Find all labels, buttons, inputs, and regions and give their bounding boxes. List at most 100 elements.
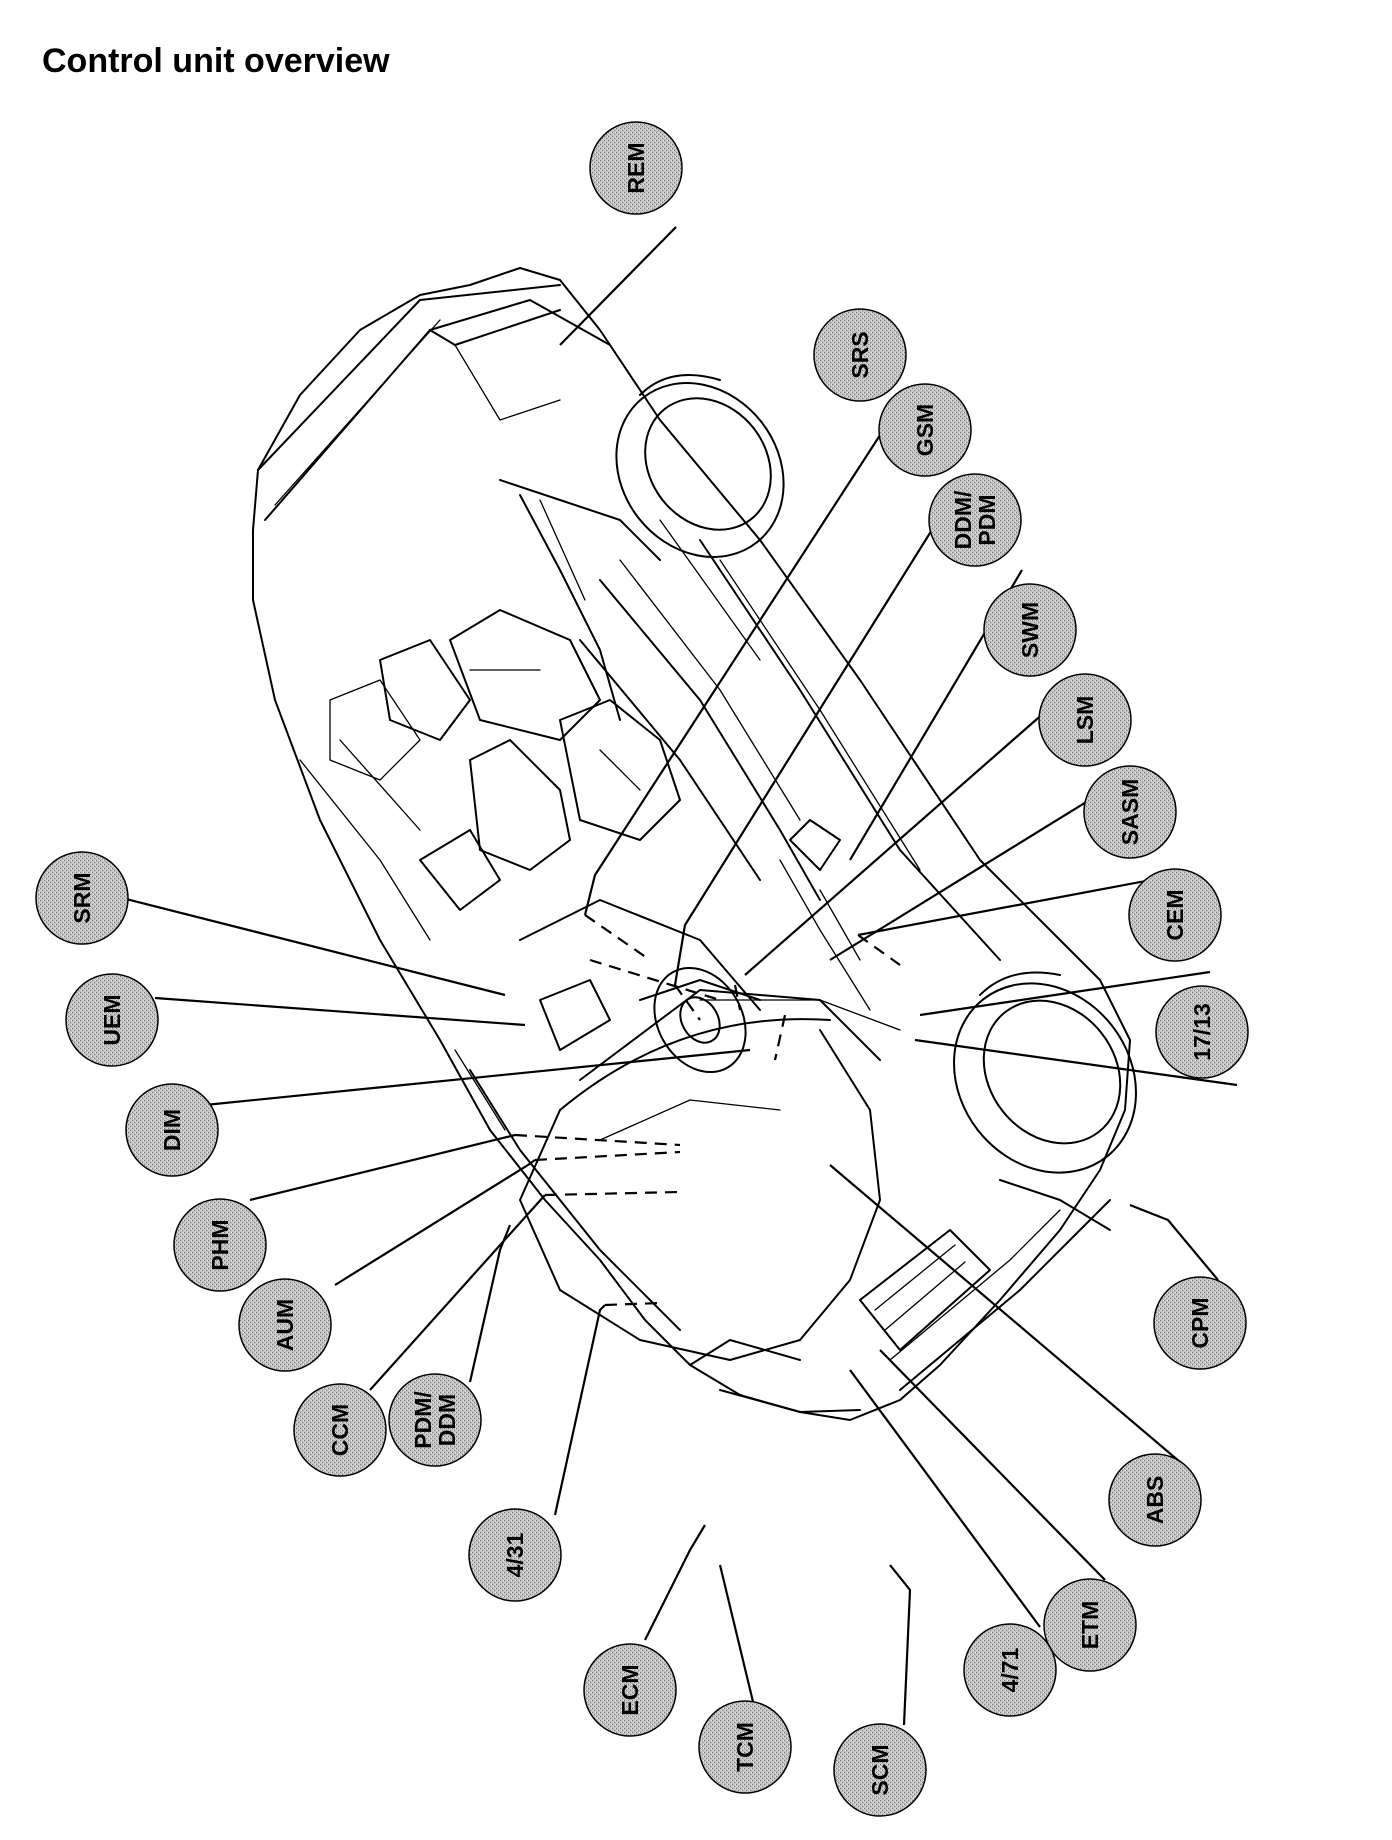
module-label-line: CPM xyxy=(1187,1297,1213,1348)
module-label-line: CEM xyxy=(1162,889,1188,940)
module-label: REM xyxy=(623,142,649,193)
module-label-line: DDM/ xyxy=(950,490,976,549)
module-label: PDM/DDM xyxy=(410,1391,460,1449)
module-label-line: SCM xyxy=(867,1744,893,1795)
module-label-line: REM xyxy=(623,142,649,193)
module-label: DIM xyxy=(159,1109,185,1151)
bubble-circle xyxy=(878,383,972,477)
module-label-line: GSM xyxy=(912,404,938,456)
module-bubble-etm: ETM xyxy=(1043,1578,1137,1672)
module-label: 4/31 xyxy=(502,1532,528,1577)
module-label-line: ABS xyxy=(1142,1476,1168,1525)
leader-pdm-ddm xyxy=(468,1224,512,1383)
module-label: ETM xyxy=(1077,1601,1103,1650)
module-bubble-lsm: LSM xyxy=(1038,673,1132,767)
module-label: ECM xyxy=(617,1664,643,1715)
module-bubble-cpm: CPM xyxy=(1153,1276,1247,1370)
module-label: LSM xyxy=(1072,696,1098,745)
module-label: AUM xyxy=(272,1299,298,1351)
leader-abs xyxy=(829,1164,1181,1463)
module-label: SCM xyxy=(867,1744,893,1795)
leader-lines xyxy=(121,226,1238,1726)
bubble-circle xyxy=(833,1723,927,1817)
module-label: DDM/PDM xyxy=(950,490,1000,549)
module-label: CCM xyxy=(327,1404,353,1456)
leader-rem xyxy=(559,226,677,346)
module-label-line: LSM xyxy=(1072,696,1098,745)
module-label: SASM xyxy=(1117,779,1143,845)
bubble-circle xyxy=(125,1083,219,1177)
leader-uem xyxy=(154,996,526,1027)
module-label-line: DDM xyxy=(434,1394,460,1446)
module-label-line: AUM xyxy=(272,1299,298,1351)
module-label-line: SRS xyxy=(847,331,873,378)
car-illustration xyxy=(252,267,1137,1421)
leader-4-71 xyxy=(849,1369,1041,1628)
bubble-circle xyxy=(388,1373,482,1467)
module-label-line: DIM xyxy=(159,1109,185,1151)
leader-cem xyxy=(919,970,1211,1017)
module-label: 4/71 xyxy=(997,1647,1023,1692)
leader-ccm xyxy=(369,1194,546,1391)
module-label-line: PDM/ xyxy=(410,1391,436,1449)
module-label-line: CCM xyxy=(327,1404,353,1456)
module-bubble-cem: CEM xyxy=(1128,868,1222,962)
module-bubble-swm: SWM xyxy=(983,583,1077,677)
bubble-circle xyxy=(238,1278,332,1372)
bubble-circle xyxy=(928,473,1022,567)
module-label: SRM xyxy=(69,872,95,923)
module-bubble-srm: SRM xyxy=(35,851,129,945)
module-label: SRS xyxy=(847,331,873,378)
module-bubble-sasm: SASM xyxy=(1083,765,1177,859)
bubble-circle xyxy=(293,1383,387,1477)
module-bubble-17-13: 17/13 xyxy=(1155,985,1249,1079)
module-bubble-ddm-pdm: DDM/PDM xyxy=(928,473,1022,567)
module-label-line: 17/13 xyxy=(1189,1003,1215,1061)
bubble-circle xyxy=(468,1508,562,1602)
bubble-circle xyxy=(589,121,683,215)
leader-gsm xyxy=(673,484,961,986)
bubble-circle xyxy=(65,973,159,1067)
module-label-line: SWM xyxy=(1017,602,1043,658)
module-label: CEM xyxy=(1162,889,1188,940)
module-label: 17/13 xyxy=(1189,1003,1215,1061)
bubble-circle xyxy=(963,1623,1057,1717)
bubble-circle xyxy=(1083,765,1177,859)
car-body-outline xyxy=(252,267,1131,1421)
leader-phm xyxy=(249,1133,516,1202)
leader-lsm xyxy=(829,779,1123,961)
bubble-circle xyxy=(1128,868,1222,962)
module-bubble-gsm: GSM xyxy=(878,383,972,477)
bubble-circle xyxy=(35,851,129,945)
bubble-circle xyxy=(813,308,907,402)
leader-sasm xyxy=(857,875,1168,937)
module-bubble-tcm: TCM xyxy=(698,1700,792,1794)
module-label: PHM xyxy=(207,1219,233,1270)
module-bubble-dim: DIM xyxy=(125,1083,219,1177)
leader-cpm xyxy=(1129,1203,1219,1281)
module-bubble-srs: SRS xyxy=(813,308,907,402)
bubble-circle xyxy=(983,583,1077,677)
module-label-line: PDM xyxy=(974,494,1000,545)
leader-srm xyxy=(121,896,506,997)
module-bubble-phm: PHM xyxy=(173,1198,267,1292)
module-bubble-pdm-ddm: PDM/DDM xyxy=(388,1373,482,1467)
module-label-line: SRM xyxy=(69,872,95,923)
module-label: GSM xyxy=(912,404,938,456)
module-label-line: UEM xyxy=(99,994,125,1045)
module-label-line: 4/71 xyxy=(997,1647,1023,1692)
leader-aum xyxy=(334,1159,536,1286)
module-label-line: ETM xyxy=(1077,1601,1103,1650)
bubble-circle xyxy=(1155,985,1249,1079)
leader-srs xyxy=(583,411,896,916)
module-label: UEM xyxy=(99,994,125,1045)
module-bubble-rem: REM xyxy=(589,121,683,215)
module-label-line: SASM xyxy=(1117,779,1143,845)
module-bubble-aum: AUM xyxy=(238,1278,332,1372)
leader-tcm xyxy=(718,1564,757,1711)
bubble-circle xyxy=(173,1198,267,1292)
module-label: TCM xyxy=(732,1722,758,1772)
bubble-circle xyxy=(1038,673,1132,767)
